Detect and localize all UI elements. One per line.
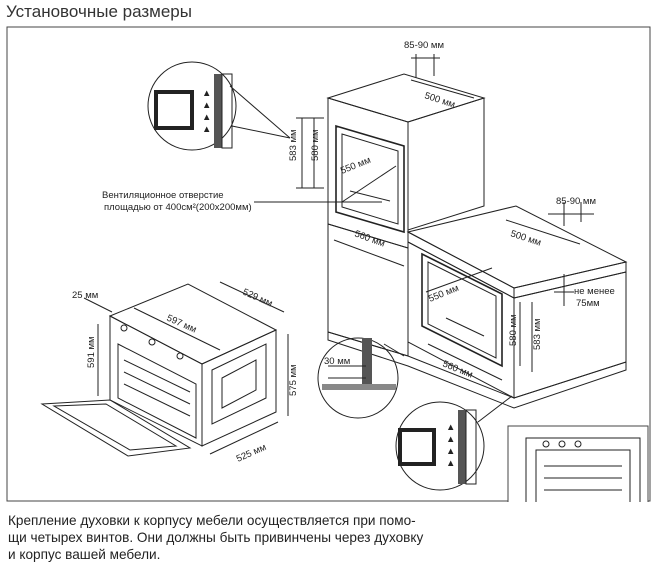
dim-oven-height: 591 мм [86,336,97,368]
counter-niche-inner [427,261,497,359]
arrow-up-icon: ▲ [446,446,455,457]
tall-cabinet [326,73,486,357]
caption-line: щи четырех винтов. Они должны быть приви… [8,530,424,545]
dim-under-height-inner: 580 мм [508,314,519,346]
vent-label-line1: Вентиляционное отверстие [102,190,224,201]
dim-tall-niche-width: 550 мм [339,155,372,177]
arrow-up-icon: ▲ [446,434,455,445]
vent-label-line2: площадью от 400см²(200х200мм) [104,202,252,213]
dim-oven-depth-top: 529 мм [241,287,274,310]
detail-circle-vent-bottom [395,395,513,491]
dim-tall-height-outer: 583 мм [288,129,299,161]
dim-tall-height-inner: 580 мм [310,129,321,161]
caption-line: и корпус вашей мебели. [8,547,161,562]
arrow-up-icon-group-1: ▲ ▲ ▲ ▲ [202,88,211,135]
tall-niche-inner [341,133,399,225]
dim-tall-depth: 500 мм [423,90,456,110]
dim-plinth-gap: 30 мм [324,356,350,367]
arrow-up-icon: ▲ [202,88,211,99]
oven-front [109,315,203,447]
floor-plinth [327,331,627,409]
counter-dimension-lines [425,202,594,381]
oven-cavity [117,343,197,439]
dim-under-gap-min-line2: 75мм [576,298,600,309]
oven-door [40,399,192,457]
oven-dimension-lines [83,281,289,455]
dim-oven-body-height: 575 мм [288,364,299,396]
tall-cabinet-side [407,97,485,231]
oven-side-panel [211,343,267,425]
detail-circle-vent-top [147,61,291,151]
dim-oven-width: 597 мм [165,313,198,336]
dim-oven-side: 25 мм [72,290,98,301]
counter-niche [421,252,503,368]
diagram-border [6,26,651,502]
dim-under-gap-min-line1: не менее [574,286,615,297]
arrow-up-icon-group-2: ▲ ▲ ▲ ▲ [446,422,455,469]
oven [40,283,278,457]
arrow-up-icon: ▲ [202,100,211,111]
dim-under-gap-top: 85-90 мм [556,196,596,207]
caption-text: Крепление духовки к корпусу мебели осуще… [8,512,508,563]
arrow-up-icon: ▲ [446,422,455,433]
countertop [406,205,628,289]
countertop-edge [407,231,515,299]
tall-dimension-lines [254,54,475,267]
tall-niche [335,124,405,234]
arrow-up-icon: ▲ [446,458,455,469]
dim-under-height-outer: 583 мм [532,318,543,350]
tall-cabinet-top [326,73,486,123]
oven-side [201,329,277,447]
installation-diagram: 85-90 мм 500 мм 583 мм 580 мм 550 мм 560… [6,26,651,502]
caption-line: Крепление духовки к корпусу мебели осуще… [8,513,416,528]
counter-cabinet [327,205,628,409]
dim-tall-base-width: 560 мм [353,228,386,249]
dim-tall-gap-top: 85-90 мм [404,40,444,51]
inset-oven-mounting [507,425,649,502]
arrow-up-icon: ▲ [202,112,211,123]
detail-circle-plinth [317,337,405,419]
dim-oven-body-depth: 525 мм [235,442,268,465]
dim-under-depth: 500 мм [509,228,542,248]
page-title: Установочные размеры [6,2,192,21]
tall-cabinet-front [327,97,409,249]
arrow-up-icon: ▲ [202,124,211,135]
dim-under-base-width: 560 мм [441,359,474,381]
